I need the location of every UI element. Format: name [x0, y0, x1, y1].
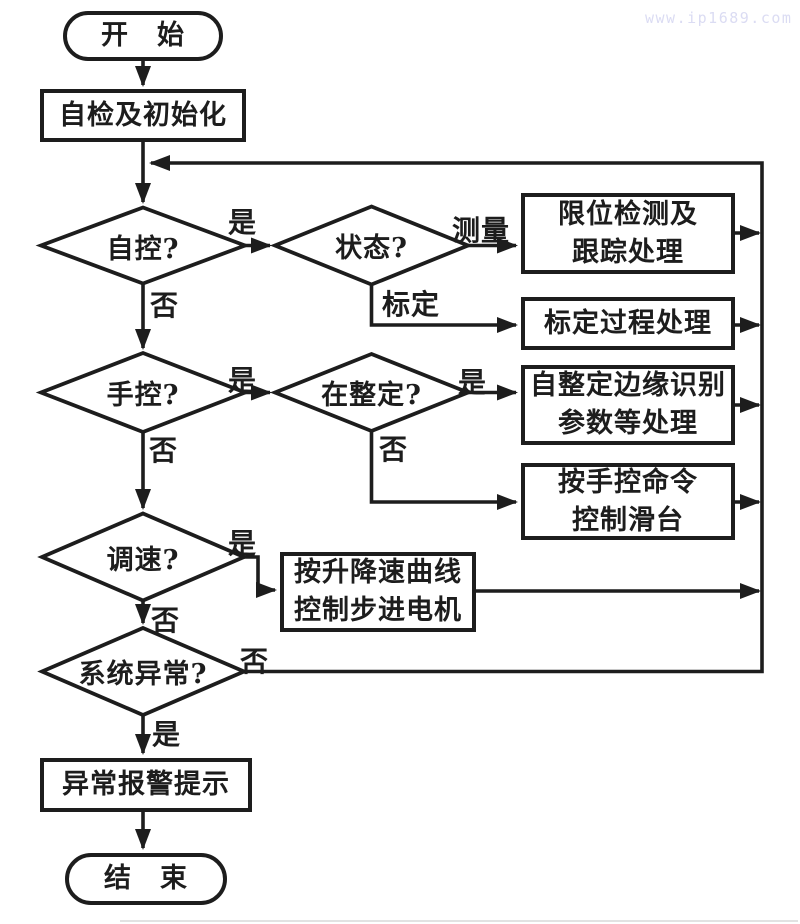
- start-label: 开 始: [101, 20, 185, 51]
- process-limit-detect-line2: 跟踪处理: [572, 236, 684, 268]
- decision-speed-shape: [37, 511, 249, 603]
- decision-manual-shape: [35, 350, 251, 435]
- watermark-text: www.ip1689.com: [645, 9, 793, 27]
- process-manual-command-line1: 按手控命令: [558, 466, 698, 498]
- edge-system-no-return-loop: [149, 155, 764, 674]
- scan-artifact-line: [120, 920, 798, 922]
- process-selfcheck-init-label: 自检及初始化: [59, 99, 227, 131]
- process-stepper-motor-line2: 控制步进电机: [294, 595, 462, 626]
- edge-tuning-no: [369, 431, 518, 510]
- edge-speed-yes: [244, 555, 277, 598]
- edge-status-calib: [369, 284, 518, 333]
- end-node: 结 束: [65, 853, 227, 905]
- process-selftune-edge-line1: 自整定边缘识别: [530, 370, 726, 401]
- process-selftune-edge-line2: 参数等处理: [558, 408, 698, 439]
- end-label: 结 束: [104, 863, 188, 894]
- decision-autocontrol-shape: [35, 205, 251, 286]
- decision-tuning-shape: [269, 351, 474, 434]
- process-manual-command-line2: 控制滑台: [572, 504, 684, 536]
- process-selftune-edge: 自整定边缘识别 参数等处理: [521, 365, 735, 445]
- process-alarm-prompt: 异常报警提示: [40, 758, 252, 812]
- process-calibration: 标定过程处理: [521, 297, 735, 350]
- process-stepper-motor-line1: 按升降速曲线: [294, 557, 462, 588]
- process-alarm-prompt-label: 异常报警提示: [62, 769, 230, 800]
- process-calibration-label: 标定过程处理: [544, 307, 712, 339]
- process-limit-detect: 限位检测及 跟踪处理: [521, 193, 735, 274]
- process-stepper-motor: 按升降速曲线 控制步进电机: [280, 552, 476, 632]
- start-node: 开 始: [63, 11, 223, 61]
- process-manual-command: 按手控命令 控制滑台: [521, 463, 735, 540]
- decision-status-shape: [269, 204, 474, 287]
- process-selfcheck-init: 自检及初始化: [40, 89, 246, 142]
- process-limit-detect-line1: 限位检测及: [558, 198, 698, 230]
- decision-system-abnormal-shape: [37, 625, 249, 718]
